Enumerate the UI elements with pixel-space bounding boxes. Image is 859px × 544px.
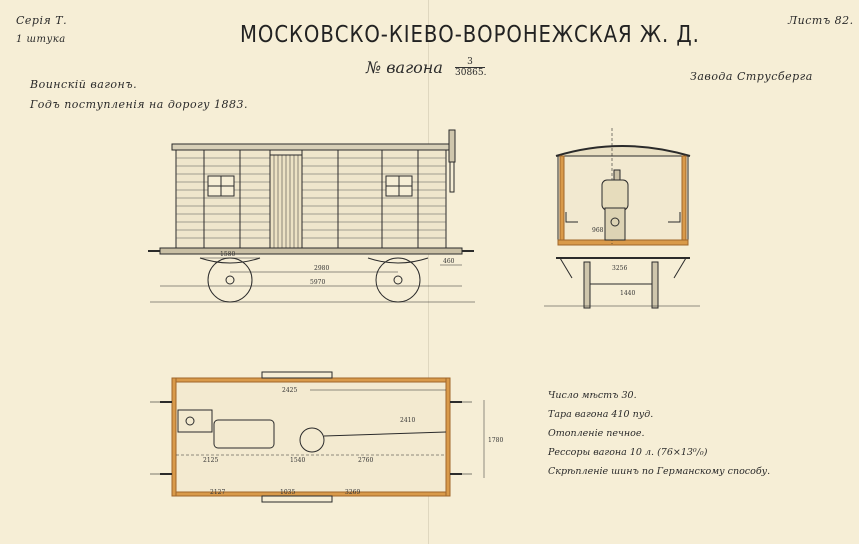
spec-tyres: Скрѣпленіе шинъ по Германскому способу.	[548, 466, 771, 477]
spec-springs: Рессоры вагона 10 л. (76×13⁰/₀)	[548, 447, 708, 458]
dim-plan-a: 2125	[203, 457, 218, 464]
dim-plan-f: 3269	[345, 489, 360, 496]
spec-heating: Отопленіе печное.	[548, 428, 645, 439]
spec-seats: Число мѣстъ 30.	[548, 390, 637, 401]
plan-brake-wheel	[299, 427, 325, 453]
spec-tare: Тара вагона 410 пуд.	[548, 409, 654, 420]
dim-side-axle: 2980	[314, 265, 329, 272]
leaf-spring-right	[367, 257, 429, 264]
end-roof	[555, 145, 691, 157]
end-post	[449, 161, 455, 193]
plan-door-top	[261, 371, 333, 379]
plan-door-bottom	[261, 495, 333, 503]
plan-table	[213, 419, 275, 449]
dim-plan-g: 1780	[488, 437, 503, 444]
dim-plan-c: 2760	[358, 457, 373, 464]
year-in-service: Годъ поступленія на дорогу 1883.	[30, 98, 249, 111]
body-side	[175, 149, 447, 249]
axle-box-right	[651, 261, 659, 309]
roof	[171, 143, 453, 151]
end-wheel-left	[559, 257, 573, 279]
railway-title: МОСКОВСКО-КІЕВО-ВОРОНЕЖСКАЯ Ж. Д.	[240, 22, 700, 48]
bench-left	[565, 212, 578, 223]
side-dimension-lines	[160, 257, 462, 287]
dim-side-total: 5970	[310, 279, 325, 286]
wagon-number-denominator: 30865.	[455, 68, 487, 78]
wagon-number-label: № вагона	[366, 58, 443, 77]
plan-stove-area	[177, 409, 213, 433]
fold-line	[428, 0, 429, 544]
wheel-right	[375, 257, 421, 303]
plan-wall-top	[171, 377, 451, 383]
plan-brake-rod	[323, 431, 447, 437]
plan-outline	[171, 377, 451, 497]
end-section	[544, 128, 700, 309]
bench-right	[668, 212, 681, 223]
underframe	[159, 247, 463, 255]
stove-base	[604, 207, 626, 241]
dim-end-width: 3256	[612, 265, 627, 272]
end-floor	[557, 239, 689, 246]
wagon-number-fraction: 3 30865.	[455, 57, 487, 78]
leaf-spring-left	[199, 257, 261, 264]
end-wheel-right	[673, 257, 687, 279]
dim-plan-b: 1540	[290, 457, 305, 464]
side-elevation	[148, 129, 475, 303]
dim-plan-d: 2127	[210, 489, 225, 496]
dim-end-gauge: 1440	[620, 290, 635, 297]
axle-box-left	[583, 261, 591, 309]
wagon-type: Воинскій вагонъ.	[30, 78, 138, 91]
stove	[601, 179, 629, 211]
quantity-label: 1 штука	[16, 34, 66, 45]
dim-side-overhang: 460	[443, 258, 455, 265]
wagon-number-numerator: 3	[455, 57, 485, 68]
series-label: Серія Т.	[16, 14, 68, 27]
plan-wall-right	[445, 377, 451, 497]
sheet-number: Листъ 82.	[788, 14, 854, 27]
dim-side-a: 1580	[220, 251, 235, 258]
stove-chimney	[448, 129, 456, 163]
door-boards	[273, 155, 299, 248]
manufacturer: Завода Струсберга	[690, 70, 813, 83]
dim-plan-top: 2425	[282, 387, 297, 394]
wheel-left	[207, 257, 253, 303]
dim-plan-w: 2410	[400, 417, 415, 424]
plan-wall-left	[171, 377, 177, 497]
dim-end-height: 968	[592, 227, 604, 234]
dim-plan-e: 1035	[280, 489, 295, 496]
plan-view	[150, 371, 485, 503]
